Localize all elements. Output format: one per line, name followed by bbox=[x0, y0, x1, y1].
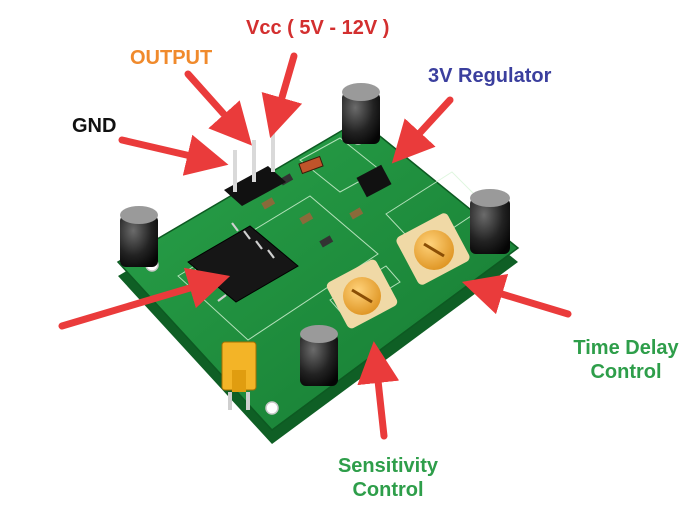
arrow-output bbox=[184, 70, 252, 146]
smd-components bbox=[261, 155, 392, 248]
arrow-gnd bbox=[118, 134, 229, 176]
potentiometer-sensitivity bbox=[326, 259, 398, 329]
capacitor-bottom bbox=[300, 325, 338, 386]
arrow-ic bbox=[58, 267, 231, 330]
sensitivity-label: Sensitivity Control bbox=[318, 454, 458, 502]
arrow-vcc bbox=[261, 52, 303, 139]
potentiometer-time-delay bbox=[396, 213, 470, 285]
pointer-arrows bbox=[58, 52, 572, 440]
arrow-time-delay bbox=[461, 273, 572, 318]
pcb-board bbox=[116, 119, 520, 432]
sensitivity-line-2: Control bbox=[352, 479, 424, 501]
capacitor-left bbox=[120, 206, 158, 267]
time-delay-line-1: Time Delay bbox=[573, 337, 679, 359]
capacitor-right bbox=[470, 189, 510, 254]
time-delay-line-2: Control bbox=[590, 361, 662, 383]
sensitivity-line-1: Sensitivity bbox=[337, 455, 439, 477]
time-delay-label: Time Delay Control bbox=[556, 336, 696, 384]
jumper bbox=[221, 341, 257, 410]
regulator-label: 3V Regulator bbox=[428, 65, 552, 87]
capacitor-top bbox=[342, 83, 380, 144]
arrow-regulator bbox=[391, 96, 454, 164]
vcc-label: Vcc ( 5V - 12V ) bbox=[246, 17, 390, 39]
arrow-sensitivity bbox=[357, 341, 400, 440]
gnd-label: GND bbox=[72, 115, 117, 137]
output-label: OUTPUT bbox=[130, 47, 213, 69]
header-pins bbox=[224, 130, 286, 206]
